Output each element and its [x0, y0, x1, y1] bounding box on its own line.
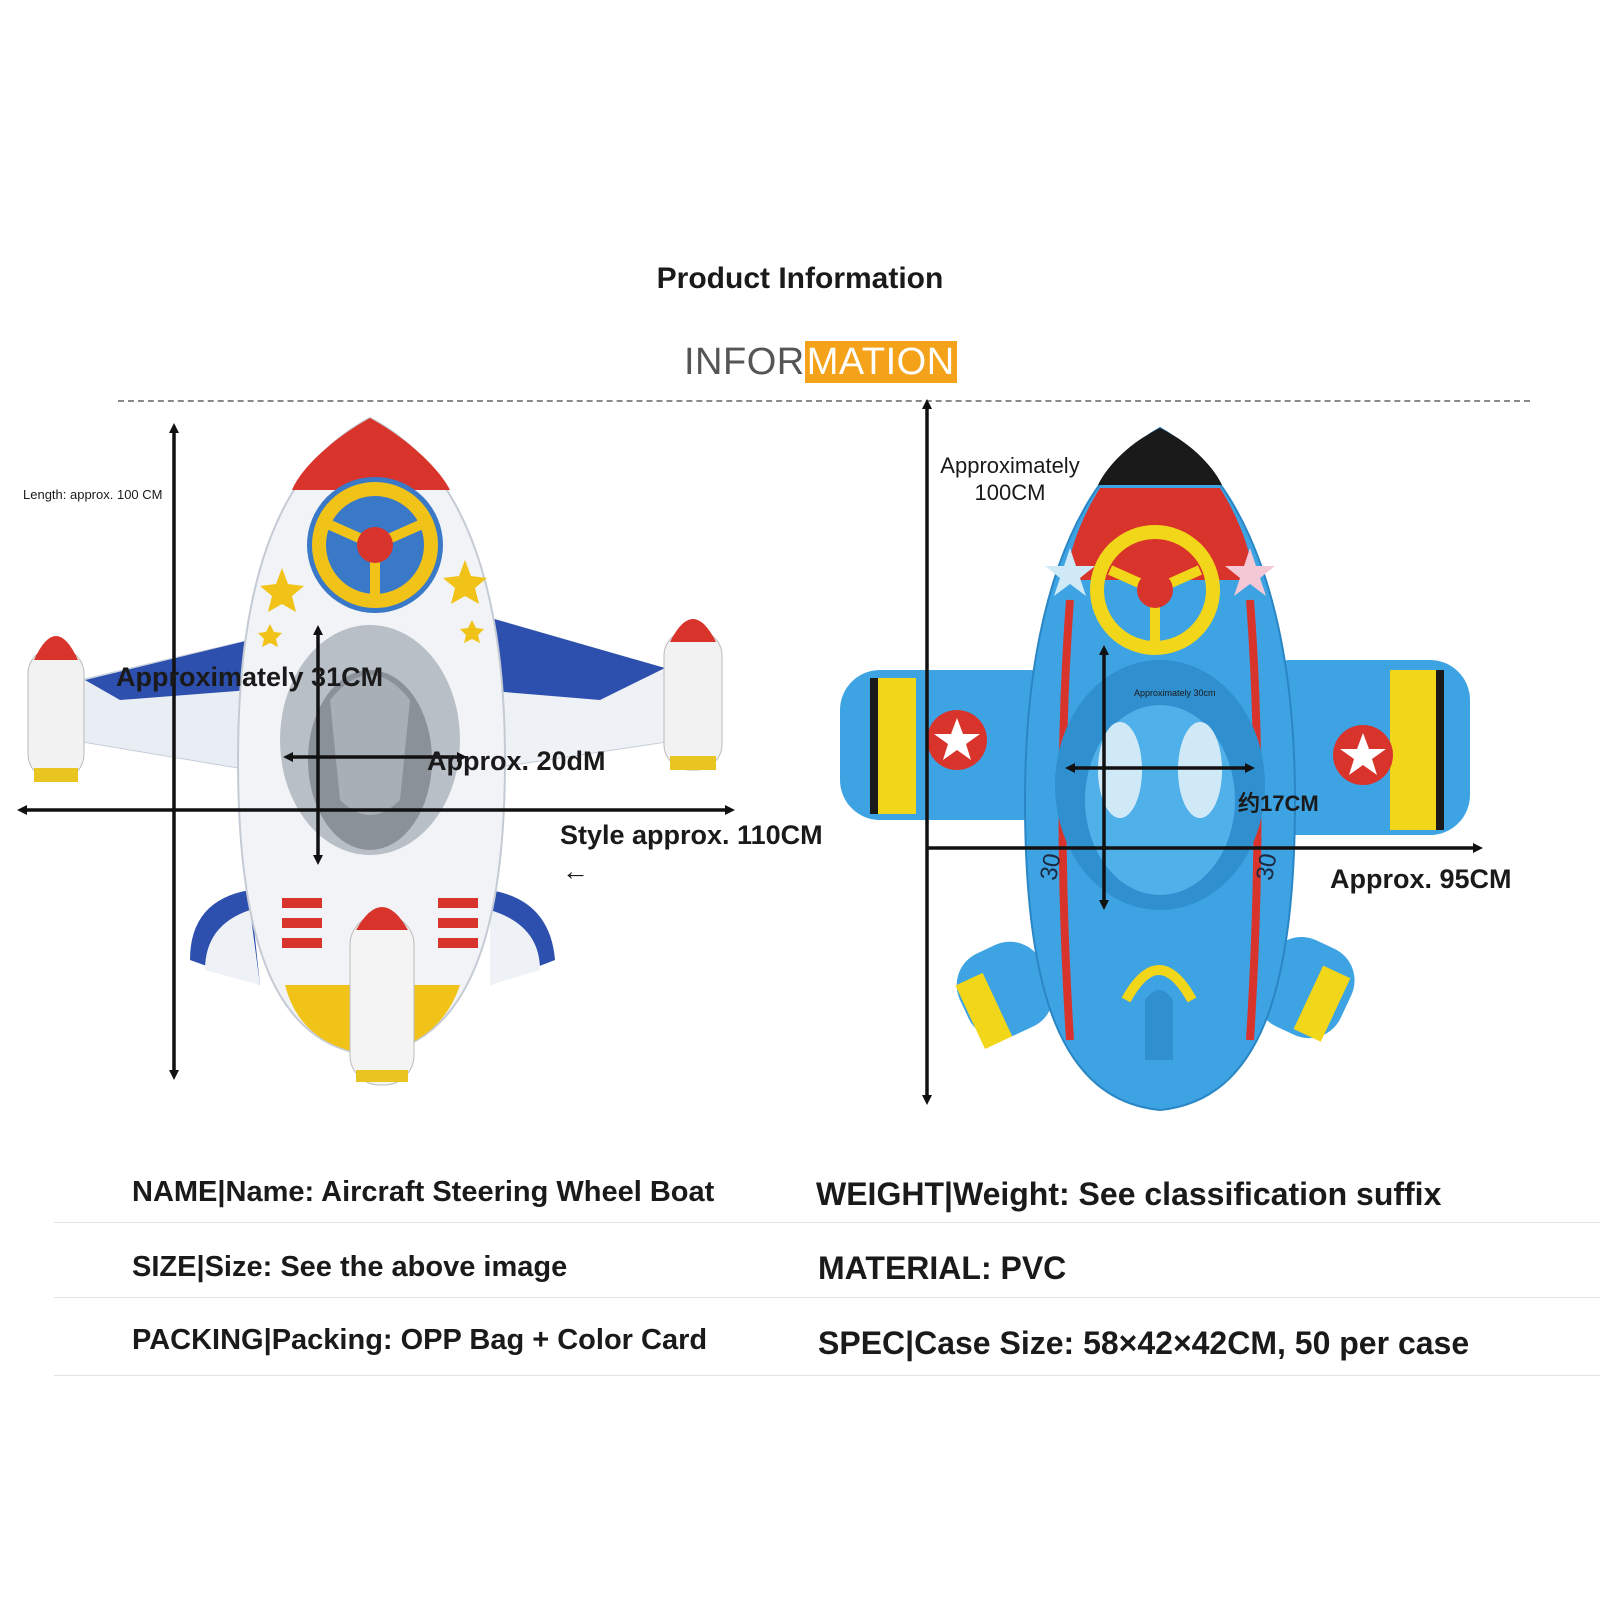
- left-seat-width-label: Approx. 20dM: [427, 746, 606, 776]
- right-seat-height-label: Approximately 30cm: [1134, 688, 1216, 698]
- right-wing-pod: [663, 629, 723, 771]
- number-mark-left: 30: [1035, 851, 1066, 882]
- steering-wheel: [1090, 525, 1220, 655]
- left-seat-height-label: Approximately 31CM: [116, 662, 384, 692]
- left-width-label: Style approx. 110CM: [560, 820, 823, 850]
- dashed-divider: [118, 400, 1530, 402]
- page-title: Product Information: [656, 262, 944, 295]
- number-mark-right: 30: [1251, 851, 1282, 882]
- spec-name: NAME|Name: Aircraft Steering Wheel Boat: [132, 1176, 715, 1208]
- spec-row-divider: [54, 1222, 1600, 1223]
- left-dimension-arrows: [17, 423, 735, 1080]
- left-wing-pod: [27, 647, 85, 781]
- star-decal: [443, 560, 487, 604]
- spec-size: SIZE|Size: See the above image: [132, 1251, 568, 1283]
- right-seat-width-label: 约17CM: [1238, 791, 1319, 816]
- spec-case: SPEC|Case Size: 58×42×42CM, 50 per case: [818, 1325, 1470, 1361]
- section-banner: INFOR MATION: [684, 341, 957, 383]
- banner-text-orange: MATION: [804, 341, 957, 383]
- star-decal: [1045, 548, 1095, 596]
- red-stripes-right: [438, 898, 478, 948]
- white-airplane-float-image: [27, 416, 723, 1086]
- left-length-label: Length: approx. 100 CM: [23, 487, 163, 502]
- red-stripes-left: [282, 898, 322, 948]
- spec-packing: PACKING|Packing: OPP Bag + Color Card: [132, 1324, 708, 1356]
- star-decal: [260, 568, 304, 612]
- spec-weight: WEIGHT|Weight: See classification suffix: [816, 1176, 1442, 1212]
- tail-engine: [349, 914, 415, 1086]
- spec-row-divider: [54, 1297, 1600, 1298]
- spec-material: MATERIAL: PVC: [818, 1250, 1067, 1286]
- star-decal: [1225, 548, 1275, 596]
- right-dimension-arrows: [922, 399, 1483, 1105]
- right-length-label: Approximately 100CM: [940, 453, 1080, 505]
- banner-text-gray: INFOR: [684, 341, 805, 383]
- red-nose: [292, 418, 450, 490]
- arrow-left-icon: ←: [562, 856, 589, 886]
- right-width-label: Approx. 95CM: [1330, 864, 1512, 894]
- spec-row-divider: [54, 1375, 1600, 1376]
- steering-wheel: [312, 482, 438, 608]
